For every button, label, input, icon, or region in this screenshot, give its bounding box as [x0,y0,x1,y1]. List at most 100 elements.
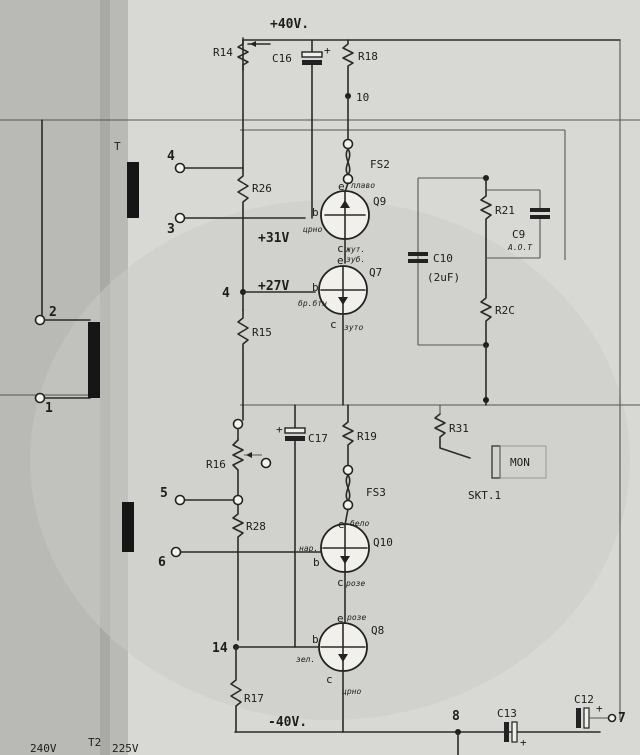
r16-potentiometer [232,439,244,497]
node-4-mid-label: 4 [222,286,230,301]
monitor-output: R31 MON SKT.1 [434,405,547,502]
fs2-label: FS2 [370,158,390,171]
terminal-2 [34,314,46,326]
node-7-label: 7 [618,711,626,726]
svg-text:c: c [330,318,337,331]
terminal-3 [174,212,186,224]
svg-text:зуто: зуто [344,323,363,332]
svg-text:зел.: зел. [296,655,315,664]
terminal-1 [34,392,46,404]
svg-text:бело: бело [350,518,369,528]
r19-resistor [342,404,354,467]
c10-label: C10 [433,252,453,265]
r20-resistor [480,294,492,346]
bottom-mid-voltage: 225V [112,742,139,755]
v31-label: +31V [258,231,289,246]
node-6-label: 6 [158,555,166,570]
r28-resistor [232,504,244,641]
svg-text:розе: розе [345,579,365,588]
t2-label: T2 [88,736,101,749]
r15-label: R15 [252,326,272,339]
left-divider-chain: R14 R26 4 3 +31V 4 +27V R15 R16 5 R28 6 [158,37,331,733]
svg-text:e: e [337,254,344,267]
svg-text:+: + [276,423,283,436]
c16-label: C16 [272,52,292,65]
q9-label: Q9 [373,195,386,208]
r16-label: R16 [206,458,226,471]
svg-text:црно: црно [303,225,322,234]
t-mark: T [114,140,121,153]
r21-resistor [480,177,492,296]
c13-label: C13 [497,707,517,720]
node-10-label: 10 [356,91,369,104]
q7-label: Q7 [369,266,382,279]
node-4-top-label: 4 [167,149,175,164]
svg-text:b: b [312,206,319,219]
q8-label: Q8 [371,624,384,637]
c10-value: (2uF) [427,271,460,284]
node-r16-r28 [232,494,244,506]
mon-label: MON [510,456,530,469]
svg-text:плаво: плаво [351,181,375,190]
c9-note: A.O.T [507,243,533,252]
c9-label: C9 [512,228,525,241]
svg-text:b: b [312,633,319,646]
r14-label: R14 [213,46,233,59]
v27-label: +27V [258,279,289,294]
upper-output-stage: R18 10 FS2 e b c плаво црно жут. Q9 e b … [298,39,390,406]
c17-label: C17 [308,432,328,445]
supply-rails: +40V. -40V. [234,17,640,733]
negative-supply-label: -40V. [268,715,307,730]
transformer-winding-bottom [122,502,134,552]
node-top-r16 [232,418,244,430]
left-panel: 2 1 T [0,119,640,552]
q10-label: Q10 [373,536,393,549]
svg-text:c: c [326,673,333,686]
r18-resistor [342,39,354,97]
feedback-network: C10 (2uF) R21 C9 A.O.T R2C [408,175,550,406]
node-3-label: 3 [167,222,175,237]
c12-label: C12 [574,693,594,706]
svg-text:e: e [338,518,345,531]
node-14-label: 14 [212,641,228,656]
r17-label: R17 [244,692,264,705]
r20-label: R2C [495,304,515,317]
transformer-winding-left [88,322,100,398]
svg-text:зуб.: зуб. [346,254,365,264]
svg-text:розе: розе [346,613,366,622]
lower-output-stage: R19 FS3 e b c бело нар. розе Q10 e b c р… [296,404,393,733]
r16-wiper-terminal [260,457,272,469]
paper-shadow [30,200,630,720]
bottom-capacitors: 8 C13 + C12 + 7 240V T2 225V [30,693,626,755]
positive-supply-label: +40V. [270,17,309,32]
r14-resistor [237,37,249,71]
bottom-left-voltage: 240V [30,742,57,755]
terminal-5 [174,494,186,506]
skt-label: SKT.1 [468,489,501,502]
r15-resistor [237,309,249,421]
terminal-4-top [174,162,186,174]
node-5-label: 5 [160,486,168,501]
svg-text:e: e [337,612,344,625]
terminal-6 [170,546,182,558]
svg-text:+: + [596,702,603,715]
r31-resistor [434,413,471,459]
c17-capacitor: + C17 [276,404,328,648]
transformer-winding-top [127,162,139,218]
r26-resistor [237,169,249,211]
fs3-label: FS3 [366,486,386,499]
svg-text:бр.бтн: бр.бтн [298,298,327,308]
r28-label: R28 [246,520,266,533]
svg-text:b: b [312,281,319,294]
svg-text:жут.: жут. [345,245,365,254]
r17-resistor [230,646,242,733]
svg-text:c: c [337,576,344,589]
node-1-label: 1 [45,401,53,416]
r19-label: R19 [357,430,377,443]
svg-text:+: + [520,736,527,749]
svg-text:b: b [313,556,320,569]
node-2-label: 2 [49,305,57,320]
node-8-label: 8 [452,709,460,724]
